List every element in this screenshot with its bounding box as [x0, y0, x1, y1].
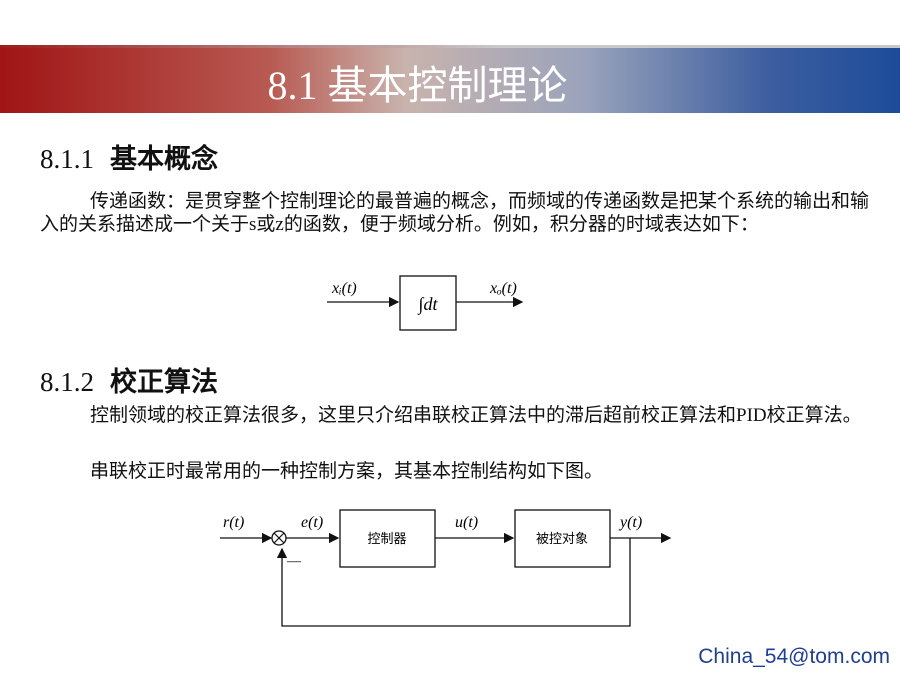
control-signal-label: u(t)	[455, 514, 478, 531]
controller-label: 控制器	[367, 531, 406, 546]
plant-block	[514, 509, 611, 568]
correction-paragraph: 控制领域的校正算法很多，这里只介绍串联校正算法中的滞后超前校正算法和PID校正算…	[90, 405, 862, 426]
section-title: 基本概念	[110, 144, 218, 174]
feedback-control-diagram: r(t) e(t) 控制器 u(t) 被控对象 y(t) —	[220, 509, 672, 627]
integrator-block-diagram: xᵢ(t) ∫dt xₒ(t)	[327, 275, 524, 331]
section-number: 8.1.2	[40, 367, 94, 397]
summing-cross	[273, 532, 285, 544]
output-label: y(t)	[618, 514, 642, 531]
title-banner	[0, 48, 900, 113]
integrator-block	[399, 275, 457, 331]
minus-sign: —	[286, 554, 302, 569]
error-label: e(t)	[301, 514, 323, 531]
header-rule	[0, 45, 900, 48]
section-number: 8.1.1	[40, 144, 94, 174]
section-heading-basic-concepts: 8.1.1 基本概念	[40, 137, 218, 176]
plant-label: 被控对象	[536, 531, 588, 546]
output-label: xₒ(t)	[489, 280, 517, 297]
slide-title: 8.1 基本控制理论	[267, 63, 568, 108]
input-label: xᵢ(t)	[331, 280, 357, 297]
section-title: 校正算法	[110, 367, 218, 397]
footer-email: China_54@tom.com	[698, 645, 890, 668]
series-correction-paragraph: 串联校正时最常用的一种控制方案，其基本控制结构如下图。	[90, 461, 604, 482]
integrator-label: ∫dt	[418, 294, 439, 315]
transfer-function-paragraph: 传递函数：是贯穿整个控制理论的最普遍的概念，而频域的传递函数是把某个系统的输出和…	[40, 191, 870, 235]
section-heading-correction-algorithms: 8.1.2 校正算法	[40, 360, 218, 399]
feedback-path	[276, 538, 631, 627]
reference-label: r(t)	[223, 514, 244, 531]
